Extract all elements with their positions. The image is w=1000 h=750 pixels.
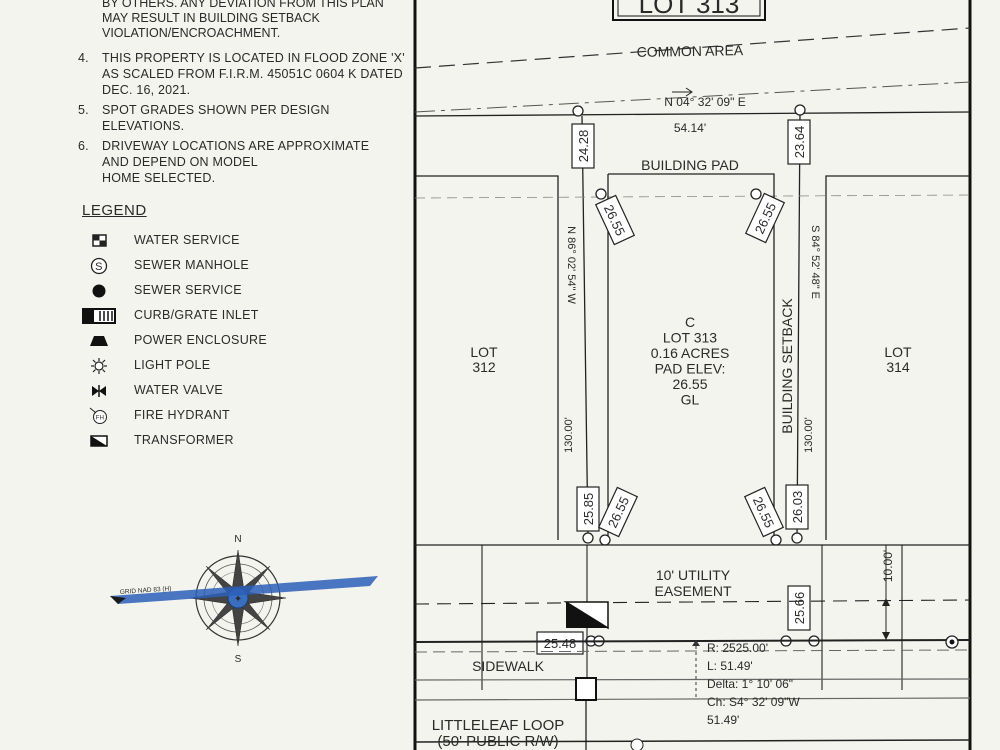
- label-line: EASEMENT: [654, 583, 731, 599]
- note-text: SPOT GRADES SHOWN PER DESIGN ELEVATIONS.: [102, 103, 330, 133]
- legend-label: SEWER SERVICE: [134, 283, 242, 297]
- note-number: 4.: [78, 51, 89, 65]
- compass-grid-label: GRID NAD 83 (H): [120, 585, 172, 596]
- legend-label: WATER SERVICE: [134, 233, 240, 247]
- legend-label: TRANSFORMER: [134, 433, 234, 447]
- road-name: LITTLELEAF LOOP: [432, 717, 565, 734]
- note-item: 6. DRIVEWAY LOCATIONS ARE APPROXIMATE AN…: [78, 138, 408, 186]
- label-line: 0.16 ACRES: [651, 345, 730, 361]
- east-distance: 130.00': [803, 417, 815, 453]
- west-distance: 130.00': [563, 417, 575, 453]
- note-item: 4. THIS PROPERTY IS LOCATED IN FLOOD ZON…: [78, 50, 408, 102]
- legend-label: POWER ENCLOSURE: [134, 333, 267, 347]
- legend-label: LIGHT POLE: [134, 358, 211, 372]
- note-text: DRIVEWAY LOCATIONS ARE APPROXIMATE AND D…: [102, 139, 370, 185]
- curb-grate-inlet-icon: [82, 308, 116, 324]
- spot-grade-ne-corner: 23.64: [787, 119, 811, 165]
- transformer-icon: [90, 435, 108, 447]
- label-line: 312: [472, 359, 496, 375]
- curve-radius: R: 2525.00': [707, 641, 768, 655]
- legend-title: LEGEND: [82, 202, 147, 219]
- label-line: LOT: [470, 344, 498, 360]
- plan-title: LOT 313: [639, 0, 740, 19]
- svg-text:25.85: 25.85: [581, 493, 596, 526]
- building-pad-label: BUILDING PAD: [641, 157, 739, 173]
- spot-grade-sw-front: 25.48: [536, 631, 584, 655]
- label-line: 10' UTILITY: [656, 567, 731, 583]
- note-number: 6.: [78, 139, 89, 153]
- svg-text:26.03: 26.03: [790, 491, 805, 524]
- power-enclosure-icon: [90, 336, 108, 346]
- curve-chord-length: 51.49': [707, 713, 739, 727]
- legend: LEGEND WATER SERVICE S SEWER MANHOLE SEW…: [82, 202, 402, 447]
- label-line: 314: [886, 359, 910, 375]
- water-service-icon: [92, 234, 107, 247]
- spot-grade-nw-corner: 24.28: [571, 123, 595, 169]
- note-3-continued: BY OTHERS. ANY DEVIATION FROM THIS PLAN …: [102, 0, 384, 40]
- label-line: C: [685, 314, 695, 330]
- legend-label: SEWER MANHOLE: [134, 258, 250, 272]
- svg-text:25.66: 25.66: [792, 592, 807, 625]
- legend-label: WATER VALVE: [134, 383, 223, 397]
- common-area-label: COMMON AREA: [636, 42, 743, 60]
- spot-grade-pad-sw: 26.55: [597, 486, 639, 538]
- spot-grade-pad-nw: 26.55: [594, 194, 636, 246]
- svg-text:24.28: 24.28: [576, 130, 591, 163]
- note-item: 5. SPOT GRADES SHOWN PER DESIGN ELEVATIO…: [78, 102, 408, 138]
- svg-text:S: S: [95, 261, 103, 273]
- water-valve-icon: [92, 385, 106, 397]
- spot-grade-se-front: 25.66: [787, 585, 811, 631]
- svg-text:25.48: 25.48: [544, 636, 577, 651]
- curve-delta: Delta: 1° 10' 06": [707, 677, 793, 691]
- sewer-manhole-icon: S: [90, 257, 108, 275]
- svg-text:S: S: [235, 654, 242, 665]
- note-number: 5.: [78, 103, 89, 117]
- notes-list: 4. THIS PROPERTY IS LOCATED IN FLOOD ZON…: [78, 50, 408, 186]
- legend-label: FIRE HYDRANT: [134, 408, 230, 422]
- svg-text:FH: FH: [96, 416, 105, 422]
- road-row: (50' PUBLIC R/W): [437, 733, 558, 750]
- note-text: THIS PROPERTY IS LOCATED IN FLOOD ZONE '…: [102, 51, 405, 97]
- west-bearing: N 86° 02' 54" W: [565, 226, 577, 304]
- svg-text:23.64: 23.64: [792, 126, 807, 159]
- fire-hydrant-icon: FH: [89, 407, 107, 424]
- spot-grade-sw-corner: 25.85: [576, 486, 600, 532]
- label-line: LOT: [884, 344, 912, 360]
- legend-label: CURB/GRATE INLET: [134, 308, 259, 322]
- spot-grade-pad-ne: 26.55: [744, 192, 786, 244]
- label-line: PAD ELEV:: [655, 361, 726, 377]
- label-line: 26.55: [672, 376, 707, 392]
- svg-text:N: N: [234, 534, 241, 545]
- east-bearing: S 84° 52' 48" E: [809, 225, 821, 299]
- north-bearing: N 04° 32' 09" E: [664, 95, 745, 109]
- setback-dimension: 10.00': [881, 550, 895, 582]
- curve-length: L: 51.49': [707, 659, 753, 673]
- north-distance: 54.14': [674, 121, 706, 135]
- sewer-service-icon: [92, 284, 106, 298]
- light-pole-icon: [91, 358, 107, 374]
- building-setback-label: BUILDING SETBACK: [779, 298, 795, 434]
- spot-grade-pad-se: 26.55: [743, 486, 785, 538]
- label-line: LOT 313: [663, 330, 717, 346]
- sidewalk-label: SIDEWALK: [472, 658, 544, 674]
- svg-text:✦: ✦: [234, 594, 242, 605]
- curve-chord-bearing: Ch: S4° 32' 09"W: [707, 695, 800, 709]
- label-line: GL: [681, 392, 700, 408]
- spot-grade-se-corner: 26.03: [785, 484, 809, 530]
- compass-rose-icon: ✦ N S GRID NAD 83 (H): [110, 534, 378, 665]
